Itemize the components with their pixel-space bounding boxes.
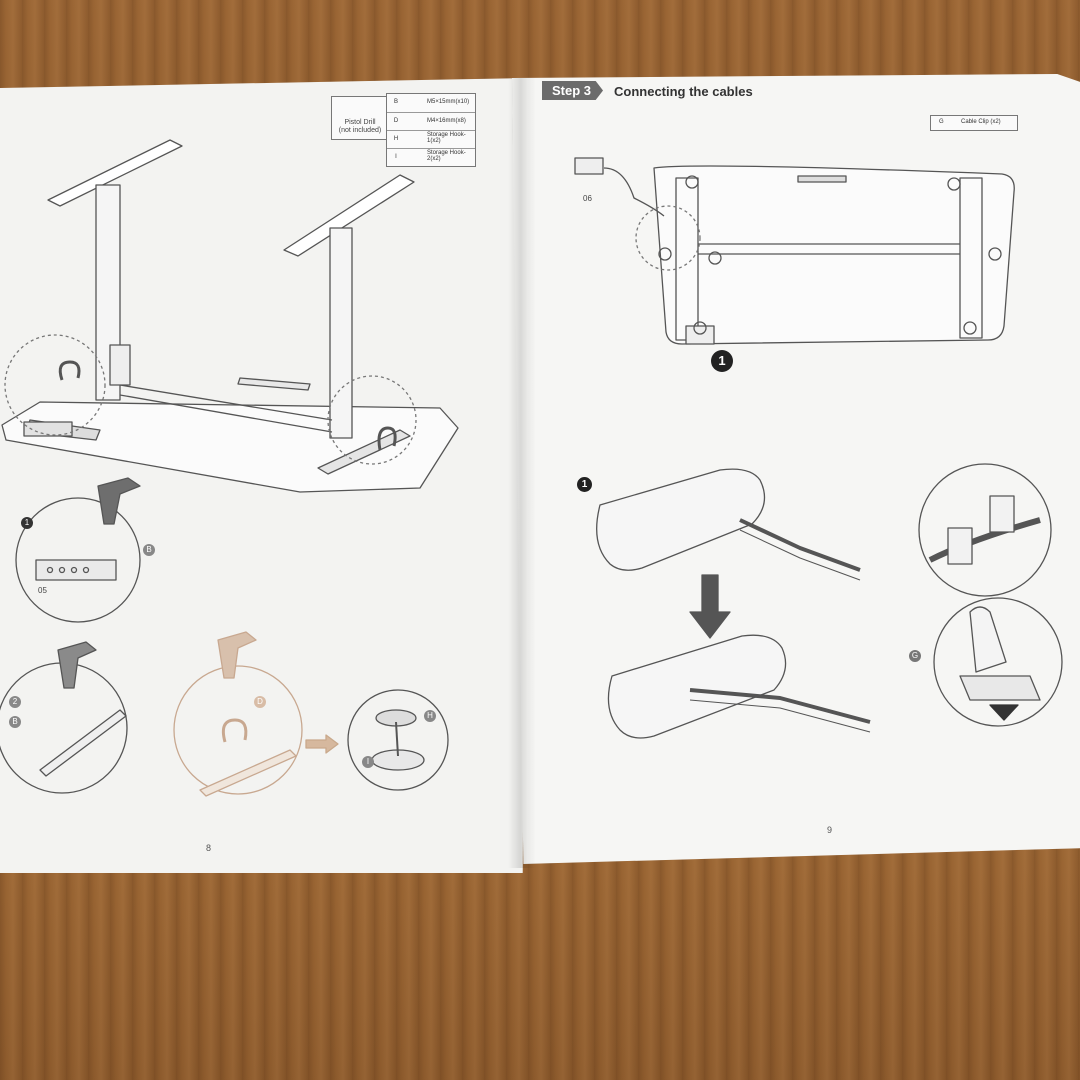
part-code: B — [393, 99, 398, 105]
callout-part-i: I — [362, 756, 374, 768]
drill-label: Pistol Drill (not included) — [338, 119, 382, 135]
callout-part-h: H — [424, 710, 436, 722]
parts-row: B M5×15mm(x10) — [387, 94, 475, 111]
page-number-left: 8 — [206, 843, 212, 853]
callout-marker-1-top: 1 — [711, 350, 733, 372]
cable-clip-desc: Cable Clip (x2) — [961, 119, 1001, 125]
part-code: H — [393, 136, 399, 142]
drill-step-1 — [15, 477, 141, 623]
parts-row: I Storage Hook-2(x2) — [387, 148, 475, 166]
callout-part-06: 06 — [583, 194, 592, 203]
part-code: I — [395, 154, 397, 160]
step-badge: Step 3 — [542, 81, 604, 100]
callout-step-1: 1 — [21, 517, 33, 529]
drill-label-line1: Pistol Drill — [344, 119, 376, 126]
desk-top-view-illustration — [653, 165, 1015, 345]
hook-mounting-detail — [173, 631, 303, 797]
cable-clip-code: G — [939, 119, 944, 125]
part-desc: M5×15mm(x10) — [427, 99, 470, 105]
drill-legend-box: Pistol Drill (not included) — [331, 96, 387, 140]
step-title: Connecting the cables — [614, 84, 753, 99]
part-desc: Storage Hook-2(x2) — [427, 150, 466, 162]
desk-frame-illustration — [1, 139, 459, 493]
parts-row: H Storage Hook-1(x2) — [387, 130, 475, 148]
cable-clip-legend: G Cable Clip (x2) — [930, 115, 1018, 131]
control-box-after — [607, 634, 871, 739]
drill-label-line2: (not included) — [338, 127, 382, 135]
callout-part-05: 05 — [38, 586, 47, 595]
drill-step-2 — [0, 641, 128, 794]
storage-hook-detail — [347, 689, 449, 791]
callout-marker-1-bottom: 1 — [577, 477, 592, 492]
cable-clip-detail — [918, 463, 1063, 727]
parts-legend-table: B M5×15mm(x10) D M4×16mm(x8) H Storage H… — [386, 93, 476, 167]
callout-part-d: D — [254, 696, 266, 708]
part-code: D — [393, 118, 399, 124]
callout-step-2: 2 — [9, 696, 21, 708]
callout-part-g: G — [909, 650, 921, 662]
control-box-before — [596, 468, 861, 581]
callout-part-b2: B — [9, 716, 21, 728]
callout-part-b1: B — [143, 544, 155, 556]
page-number-right: 9 — [827, 825, 833, 835]
part-desc: Storage Hook-1(x2) — [427, 132, 466, 144]
part-desc: M4×16mm(x8) — [427, 118, 466, 124]
parts-row: D M4×16mm(x8) — [387, 112, 475, 130]
page-gutter — [508, 78, 536, 868]
